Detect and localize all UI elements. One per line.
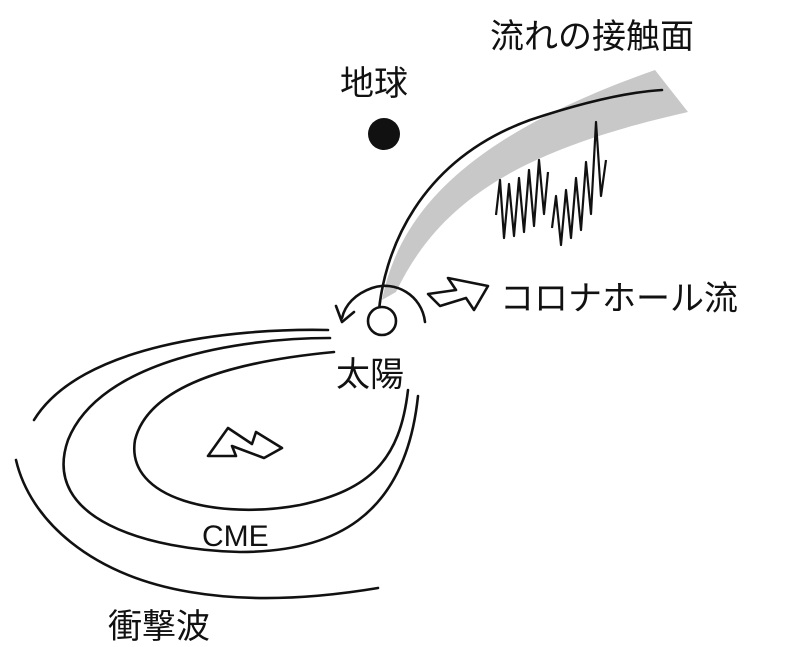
- sun-rotation-arrowhead: [334, 304, 356, 324]
- cme-inner-loop: [133, 350, 410, 512]
- earth-label: 地球: [340, 64, 408, 104]
- sun-label: 太陽: [336, 355, 404, 395]
- coronal-hole-flow-label: コロナホール流: [500, 279, 738, 319]
- sun-rotation-arc: [340, 284, 427, 324]
- wave-right: [550, 120, 608, 247]
- earth-icon: [368, 118, 400, 150]
- cme-outer-loop: [32, 328, 330, 422]
- shock-wave-arc: [14, 458, 380, 600]
- wave-left: [494, 158, 550, 240]
- coronal-hole-flow-arrow-icon: [426, 276, 490, 312]
- cme-flow-arrow-icon: [206, 426, 284, 460]
- sun-icon: [366, 305, 398, 337]
- contact-surface-line: [376, 88, 664, 324]
- shock-wave-label: 衝撃波: [108, 607, 210, 647]
- cme-label: CME: [202, 520, 269, 553]
- cme-middle-loop: [62, 336, 420, 554]
- contact-surface-label: 流れの接触面: [490, 17, 694, 57]
- contact-surface-band: [382, 70, 688, 300]
